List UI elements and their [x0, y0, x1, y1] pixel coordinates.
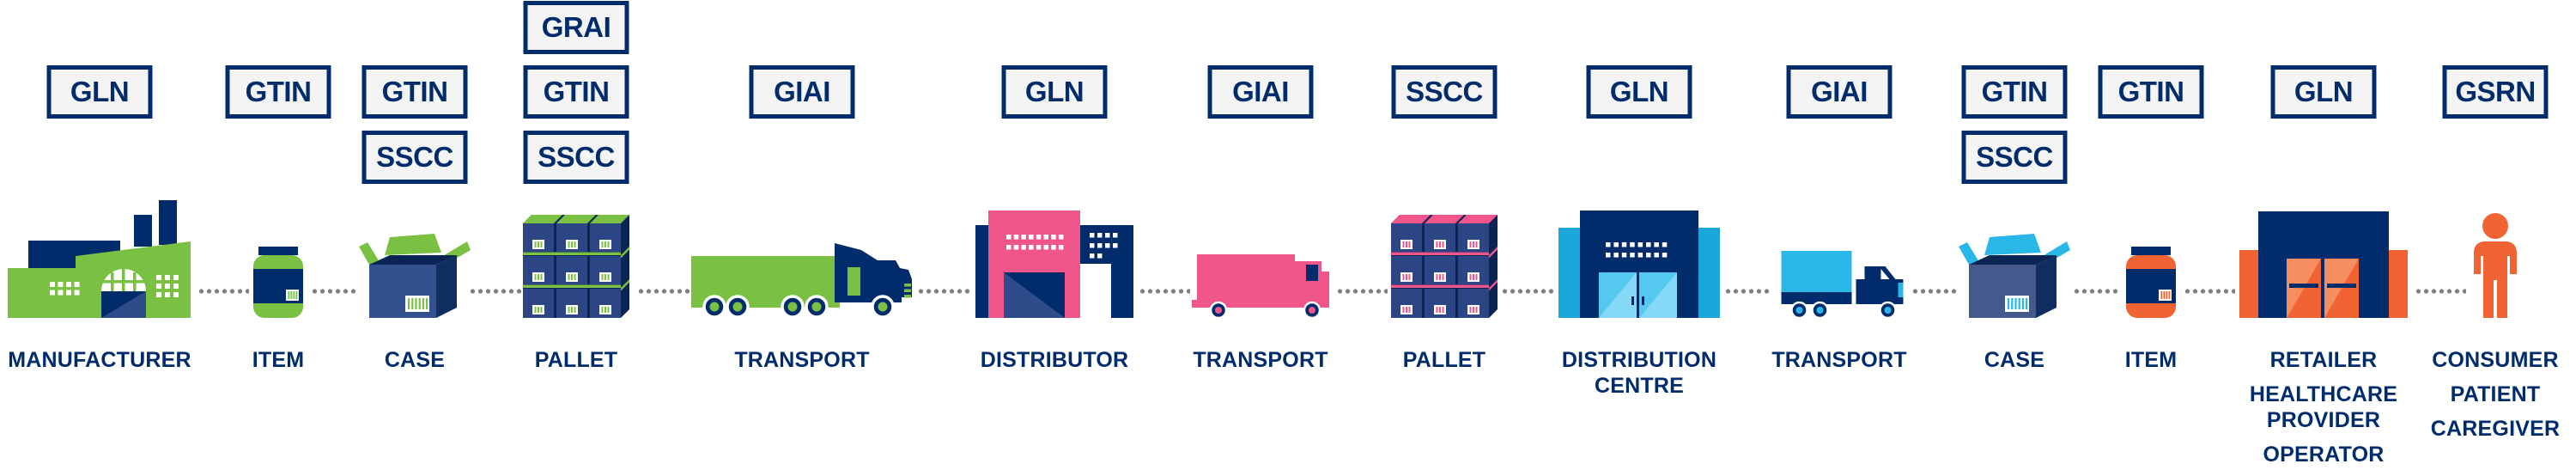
medicine-jar-icon — [2126, 247, 2176, 318]
node-pallet-1: GRAI GTIN SSCC — [465, 0, 688, 470]
identifier-tag: GLN — [1586, 65, 1692, 119]
identifier-tag: SSCC — [523, 131, 629, 184]
identifier-tag: GLN — [46, 65, 153, 119]
node-label: TRANSPORT — [1771, 348, 1907, 372]
identifier-tag: GIAI — [749, 65, 855, 119]
dotted-connector — [2184, 288, 2235, 295]
box-truck-icon — [1192, 254, 1329, 320]
node-case-1: GTIN SSCC CASE — [303, 0, 526, 470]
node-item-2: GTIN ITEM — [2039, 0, 2263, 470]
identifier-tag: GTIN — [361, 65, 468, 119]
node-label: CASE — [1984, 348, 2045, 372]
medicine-jar-icon — [253, 247, 303, 318]
truck-wheels — [1209, 301, 1321, 320]
identifier-tag: GIAI — [1786, 65, 1893, 119]
cargo-truck-icon — [1781, 251, 1904, 320]
dotted-connector — [197, 288, 249, 295]
dotted-connector — [637, 288, 690, 295]
identifier-tag: GTIN — [523, 65, 629, 119]
node-retailer: GLN RETAILER HEALTHCARE PROVIDER OPERATO… — [2212, 0, 2435, 470]
pallet-icon — [1391, 215, 1498, 318]
identifier-tag: GLN — [1001, 65, 1108, 119]
node-label: DISTRIBUTOR — [980, 348, 1129, 372]
open-case-icon — [1959, 234, 2070, 318]
node-transport-2: GIAI TRANSPORT — [1149, 0, 1372, 470]
identifier-tag: GSRN — [2442, 65, 2549, 119]
node-consumer: GSRN CONSUMER PATIENT CAREGIVER — [2384, 0, 2576, 470]
factory-windows — [50, 275, 179, 297]
node-case-2: GTIN SSCC CASE — [1903, 0, 2126, 470]
truck-wheels — [702, 295, 895, 319]
dotted-connector — [2073, 288, 2121, 295]
pallet-icon — [523, 215, 629, 318]
node-label: PALLET — [534, 348, 618, 372]
truck-wheels — [1790, 301, 1897, 320]
distribution-centre-icon — [1558, 211, 1720, 318]
node-label: TRANSPORT — [1193, 348, 1328, 372]
factory-icon — [8, 200, 191, 318]
node-label: ITEM — [2124, 348, 2178, 372]
node-manufacturer: GLN MANUFACTURER — [0, 0, 211, 470]
identifier-tag: GTIN — [1961, 65, 2068, 119]
node-label: MANUFACTURER — [8, 348, 191, 372]
open-case-icon — [359, 234, 471, 318]
identifier-tag: SSCC — [1391, 65, 1498, 119]
node-distributor: GLN DISTRIBUTOR — [943, 0, 1166, 470]
dotted-connector — [917, 288, 972, 295]
semi-truck-icon — [691, 243, 912, 319]
identifier-tag: GIAI — [1207, 65, 1314, 119]
building-windows — [1606, 242, 1668, 258]
dotted-connector — [2415, 288, 2466, 295]
node-pallet-2: SSCC — [1333, 0, 1556, 470]
identifier-tag: GLN — [2270, 65, 2377, 119]
node-label: CASE — [384, 348, 446, 372]
identifier-tag: SSCC — [361, 131, 468, 184]
dotted-connector — [311, 288, 357, 295]
node-label: CONSUMER PATIENT CAREGIVER — [2430, 348, 2561, 441]
node-label: ITEM — [252, 348, 305, 372]
identifier-tag: SSCC — [1961, 131, 2068, 184]
node-label: PALLET — [1402, 348, 1486, 372]
dotted-connector — [1724, 288, 1771, 295]
identifier-tag: GTIN — [2098, 65, 2204, 119]
node-transport-1: GIAI TRANSPORT — [690, 0, 914, 470]
building-windows — [1006, 233, 1118, 259]
retail-store-icon — [2239, 211, 2408, 318]
distributor-building-icon — [975, 211, 1133, 318]
node-label: TRANSPORT — [734, 348, 870, 372]
door-handles — [1631, 296, 1644, 305]
dotted-connector — [1911, 288, 1958, 295]
identifier-tag: GRAI — [523, 1, 629, 54]
node-label: DISTRIBUTION CENTRE — [1561, 348, 1717, 398]
identifier-tag: GTIN — [225, 65, 331, 119]
dotted-connector — [1501, 288, 1554, 295]
node-label: RETAILER HEALTHCARE PROVIDER OPERATOR — [2249, 348, 2398, 467]
person-icon — [2474, 213, 2517, 318]
dotted-connector — [1336, 288, 1388, 295]
dotted-connector — [469, 288, 524, 295]
node-distribution-centre: GLN DISTRIBUTION CENTRE — [1528, 0, 1751, 470]
node-item-1: GTIN ITEM — [167, 0, 390, 470]
dotted-connector — [1139, 288, 1190, 295]
node-transport-3: GIAI TRANSPORT — [1728, 0, 1951, 470]
